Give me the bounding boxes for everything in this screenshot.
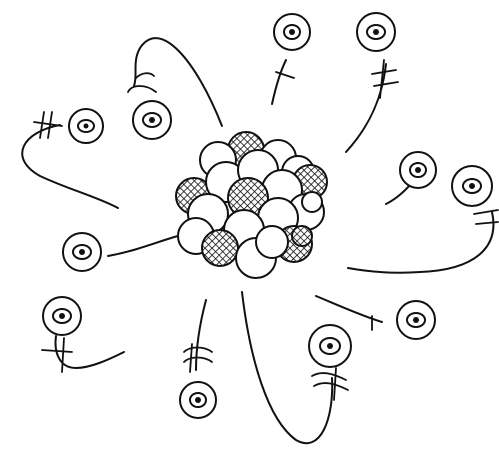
trail-tick: [34, 122, 62, 126]
trail-tick: [40, 112, 44, 138]
orbit-trail: [348, 212, 493, 273]
proton-particle: [202, 230, 238, 266]
electron: [133, 101, 171, 139]
orbit-trail: [346, 64, 386, 152]
electron: [180, 382, 216, 418]
electron: [309, 325, 351, 367]
orbit-trail: [242, 292, 332, 443]
trail-tick: [62, 338, 64, 372]
trail-tick: [476, 222, 498, 224]
orbit-trail: [22, 125, 118, 208]
trail-tick: [42, 350, 72, 352]
proton-particle: [292, 226, 312, 246]
orbit-trail: [196, 300, 206, 370]
trail-tick: [474, 210, 498, 214]
nucleus: [176, 132, 327, 278]
trail-tick: [334, 368, 336, 400]
trail-tick: [314, 383, 348, 390]
trail-tick: [184, 348, 212, 353]
orbit-trail: [108, 236, 178, 256]
electron: [63, 233, 101, 271]
electron: [357, 13, 395, 51]
trail-tick: [374, 82, 398, 86]
electron: [43, 297, 81, 335]
trail-tick: [128, 86, 156, 92]
neutron-particle: [302, 192, 322, 212]
orbit-trail: [272, 60, 286, 104]
electron: [274, 14, 310, 50]
neutron-particle: [256, 226, 288, 258]
electron: [69, 109, 103, 143]
trail-tick: [136, 73, 154, 78]
electron: [397, 301, 435, 339]
electron: [452, 166, 492, 206]
trail-tick: [312, 373, 346, 380]
trail-tick: [184, 358, 212, 363]
electron: [400, 152, 436, 188]
